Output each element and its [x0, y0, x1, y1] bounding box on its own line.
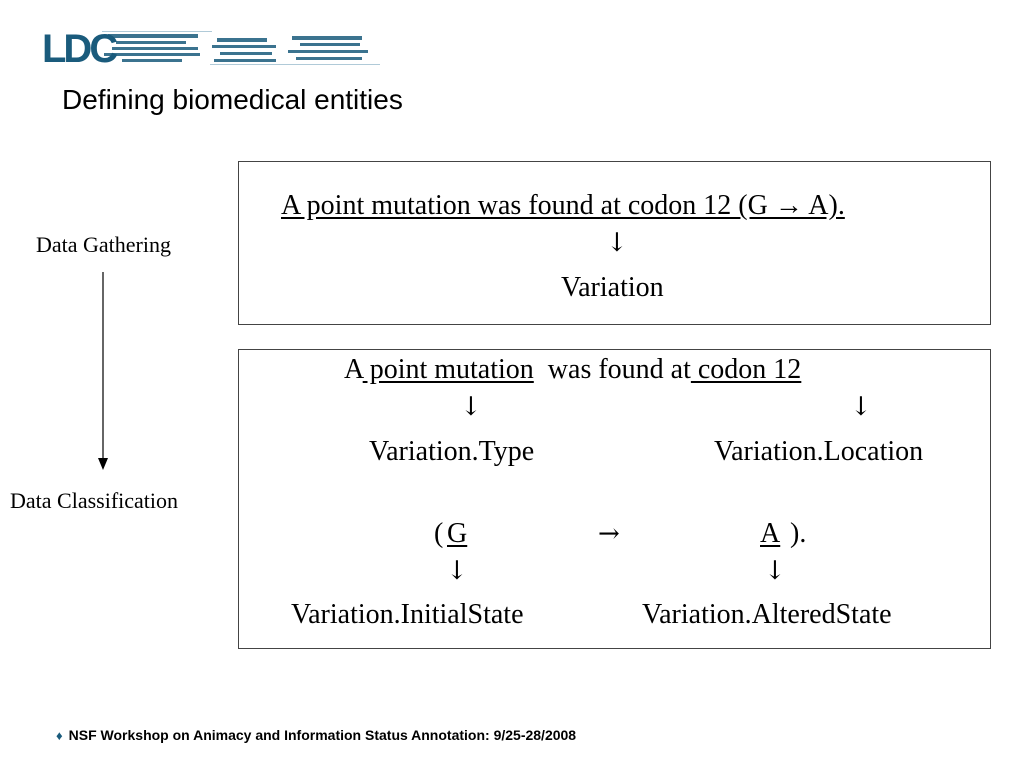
variation-type-label: Variation.Type: [369, 436, 535, 467]
sentence-word-a: A: [344, 354, 363, 385]
ldc-logo-text: LDC: [42, 28, 117, 68]
gathering-sentence: A point mutation was found at codon 12 (…: [281, 190, 845, 221]
footer-text: NSF Workshop on Animacy and Information …: [68, 727, 577, 743]
altered-state-label: Variation.AlteredState: [642, 599, 892, 630]
data-gathering-label: Data Gathering: [36, 232, 171, 257]
variation-location-label: Variation.Location: [714, 436, 924, 467]
data-gathering-box: [238, 161, 991, 325]
sentence-middle: was found at: [533, 354, 691, 385]
down-arrow-icon: ↓: [606, 228, 628, 258]
initial-state-label: Variation.InitialState: [291, 599, 524, 630]
down-arrow-icon: ↓: [460, 392, 482, 422]
footer: ♦ NSF Workshop on Animacy and Information…: [56, 727, 576, 743]
term-initial-g: G: [447, 518, 468, 549]
diamond-bullet-icon: ♦: [56, 728, 63, 743]
paren-close: ).: [790, 518, 807, 549]
down-arrow-icon: ↓: [764, 556, 786, 586]
data-classification-box: [238, 349, 991, 649]
ldc-logo-graphic: LDC: [42, 27, 380, 71]
term-altered-a: A: [760, 518, 781, 549]
term-codon: codon 12: [690, 354, 802, 385]
variation-label: Variation: [561, 272, 664, 303]
paren-open: (: [434, 518, 444, 549]
right-arrow-icon: →: [598, 519, 620, 549]
page-title: Defining biomedical entities: [62, 84, 403, 115]
ldc-logo: LDC: [42, 27, 382, 71]
classification-sentence: A point mutation was found at codon 12: [344, 354, 801, 386]
data-classification-label: Data Classification: [10, 488, 179, 513]
down-arrow-icon: ↓: [446, 556, 468, 586]
down-arrow-icon: [98, 272, 108, 470]
term-point-mutation: point mutation: [362, 354, 534, 385]
down-arrow-icon: ↓: [850, 392, 872, 422]
